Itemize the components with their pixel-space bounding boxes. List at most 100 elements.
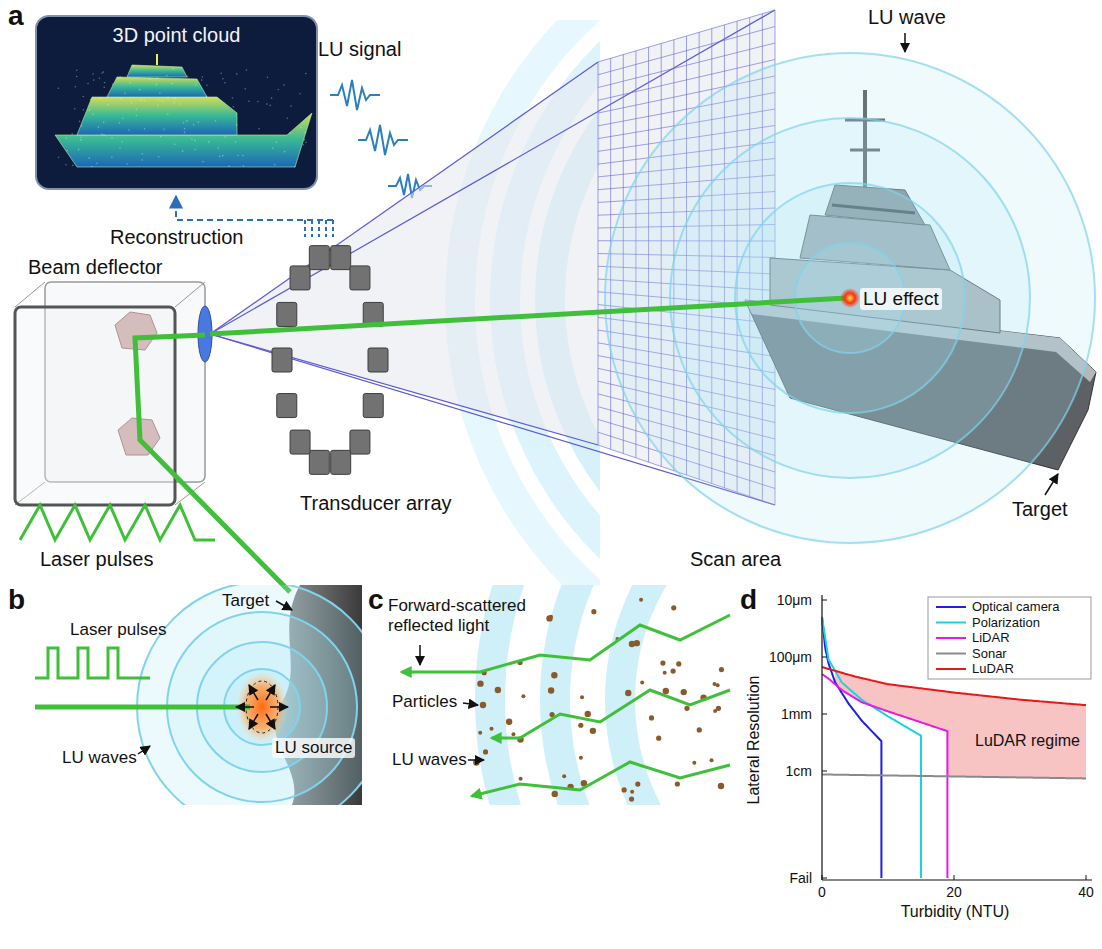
wavelet [358, 125, 408, 155]
axis-tick-label: Fail [789, 870, 812, 886]
point-cloud-dot [277, 89, 279, 91]
leader-line [276, 601, 292, 610]
lu-wave-circles [137, 585, 362, 805]
axis-tick [822, 600, 827, 601]
point-cloud-dot [121, 141, 123, 143]
point-cloud-dot [183, 122, 185, 124]
laser-beam [210, 298, 846, 334]
point-cloud-dot [294, 166, 296, 168]
point-cloud-dot [243, 165, 245, 167]
point-cloud-dot [72, 165, 74, 167]
legend-sample [936, 622, 966, 624]
point-cloud-dot [193, 124, 195, 126]
point-cloud-dot [206, 84, 208, 86]
cube-edge [15, 282, 45, 307]
axis-tick [822, 657, 827, 658]
laser-pulse-train [20, 505, 215, 540]
particle [663, 688, 669, 694]
transducer-element [290, 266, 310, 290]
point-cloud-dot [90, 99, 92, 101]
point-cloud-dot [156, 77, 158, 79]
point-cloud-dot [92, 73, 94, 75]
particle [676, 661, 681, 666]
particle [622, 787, 627, 792]
point-cloud-dot [103, 121, 105, 123]
particle [710, 758, 714, 762]
axis-tick-label: 100μm [769, 649, 812, 665]
region-label: LuDAR regime [975, 732, 1080, 750]
particle [579, 756, 583, 760]
signal-line [304, 220, 306, 237]
point-cloud-dot [258, 128, 260, 130]
point-cloud-dot [82, 96, 84, 98]
legend-sample [936, 668, 966, 670]
point-cloud-dot [220, 72, 222, 74]
point-cloud-dot [208, 141, 210, 143]
point-cloud-dot [104, 82, 106, 84]
wave-label: LU waves [392, 750, 467, 770]
point-cloud-dot [236, 73, 238, 75]
point-cloud-dot [178, 103, 180, 105]
laser-label: Laser pulses [70, 620, 166, 640]
particle [656, 736, 661, 741]
particle [719, 667, 724, 672]
point-cloud-dot [284, 151, 286, 153]
particle [511, 732, 515, 736]
particle [671, 605, 676, 610]
particle [663, 671, 667, 675]
axis-title: Turbidity (NTU) [901, 903, 1010, 921]
particle [506, 719, 512, 725]
particle [562, 774, 566, 778]
point-cloud-dot [75, 86, 77, 88]
point-cloud-dot [111, 137, 113, 139]
point-cloud-dot [173, 102, 175, 104]
axis-tick [822, 878, 827, 879]
particle [490, 727, 494, 731]
point-cloud-dot [305, 141, 307, 143]
leader-line [468, 759, 484, 761]
reconstruction-arrow [176, 196, 333, 220]
point-cloud-dot [202, 161, 204, 163]
point-cloud-dot [79, 121, 81, 123]
beam-deflector [15, 282, 212, 505]
particle [625, 690, 631, 696]
process-label: Reconstruction [110, 226, 243, 249]
point-cloud-dot [276, 141, 278, 143]
point-cloud-dot [161, 100, 163, 102]
point-cloud-dot [119, 148, 121, 150]
point-cloud-dot [303, 144, 305, 146]
signal-lines [305, 220, 333, 237]
point-cloud-dot [237, 155, 239, 157]
point-cloud-dot [174, 143, 176, 145]
point-cloud-dot [91, 166, 93, 168]
point-cloud-dot [89, 109, 91, 111]
point-cloud-dot [228, 165, 230, 167]
point-cloud-dot [271, 97, 273, 99]
point-cloud-dot [215, 120, 217, 122]
legend-box [928, 597, 1091, 679]
scattered-beam [472, 762, 730, 796]
transducer-array [272, 246, 388, 475]
area-label: Scan area [690, 548, 781, 571]
point-cloud-dot [136, 115, 138, 117]
particle [478, 731, 482, 735]
point-cloud-dot [76, 76, 78, 78]
point-cloud-dot [184, 128, 186, 130]
particle [649, 715, 654, 720]
signal-line [318, 220, 320, 237]
point-cloud-dot [194, 140, 196, 142]
point-cloud-dot [122, 117, 124, 119]
point-cloud-dot [131, 102, 133, 104]
point-cloud-dot [248, 100, 250, 102]
particle [692, 761, 696, 765]
ludar-regime-area [835, 671, 1086, 779]
point-cloud-dot [157, 105, 159, 107]
lu-source-glow [236, 671, 288, 743]
point-cloud-dot [101, 133, 103, 135]
panel-b-art [35, 585, 362, 805]
axis-tick [822, 714, 827, 715]
particle [519, 777, 523, 781]
point-cloud-dot [222, 78, 224, 80]
point-cloud-dot [78, 149, 80, 151]
